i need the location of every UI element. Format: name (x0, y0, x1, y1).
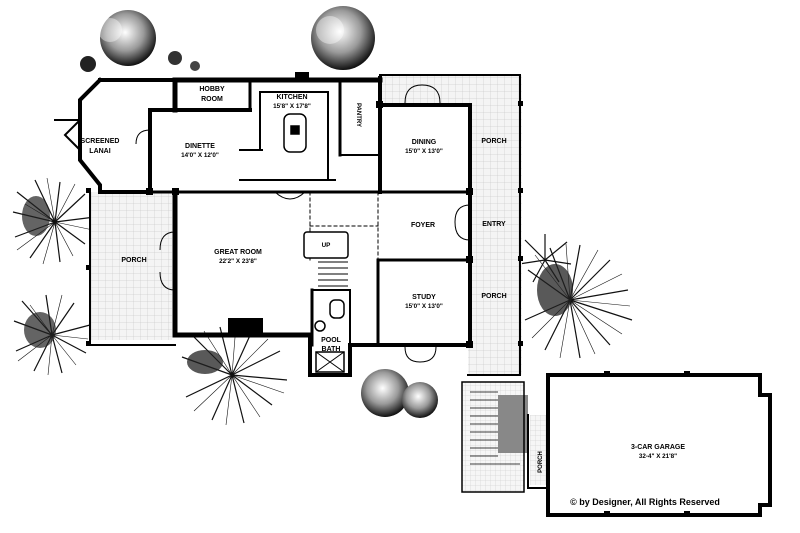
kitchen-label: KITCHEN (276, 94, 307, 101)
room-labels: HOBBY ROOM KITCHEN 15'8" X 17'8" PANTRY … (81, 86, 720, 507)
lanai-label-2: LANAI (89, 148, 110, 155)
entry-label: ENTRY (482, 221, 506, 228)
great-room-dims: 22'2" X 23'8" (219, 258, 257, 265)
pantry-label: PANTRY (355, 103, 361, 127)
columns (86, 72, 690, 517)
garage-dims: 32-4" X 21'8" (639, 453, 677, 460)
copyright-notice: © by Designer, All Rights Reserved (570, 497, 720, 507)
garage-label: 3-CAR GARAGE (631, 444, 685, 451)
pool-bath-label-2: BATH (322, 346, 341, 353)
foyer-label: FOYER (411, 222, 435, 229)
porch-top-right-label: PORCH (481, 138, 506, 145)
dinette-label: DINETTE (185, 143, 215, 150)
porch-mid-right-label: PORCH (481, 293, 506, 300)
study-dims: 15'0" X 13'0" (405, 303, 443, 310)
dining-dims: 15'0" X 13'0" (405, 148, 443, 155)
hobby-room-label-2: ROOM (201, 96, 223, 103)
hobby-room-label: HOBBY (199, 86, 225, 93)
landscaping (12, 6, 633, 426)
study-label: STUDY (412, 294, 436, 301)
lanai-label: SCREENED (81, 138, 120, 145)
porch-left-label: PORCH (121, 257, 146, 264)
porch-floors (90, 75, 550, 492)
fixtures (135, 84, 520, 465)
stair-up-label: UP (322, 242, 331, 249)
walls (54, 74, 772, 517)
porch-garage-label: PORCH (538, 451, 544, 473)
dining-label: DINING (412, 139, 437, 146)
kitchen-dims: 15'8" X 17'8" (273, 103, 311, 110)
dinette-dims: 14'0" X 12'0" (181, 152, 219, 159)
great-room-label: GREAT ROOM (214, 249, 262, 256)
pool-bath-label: POOL (321, 337, 342, 344)
